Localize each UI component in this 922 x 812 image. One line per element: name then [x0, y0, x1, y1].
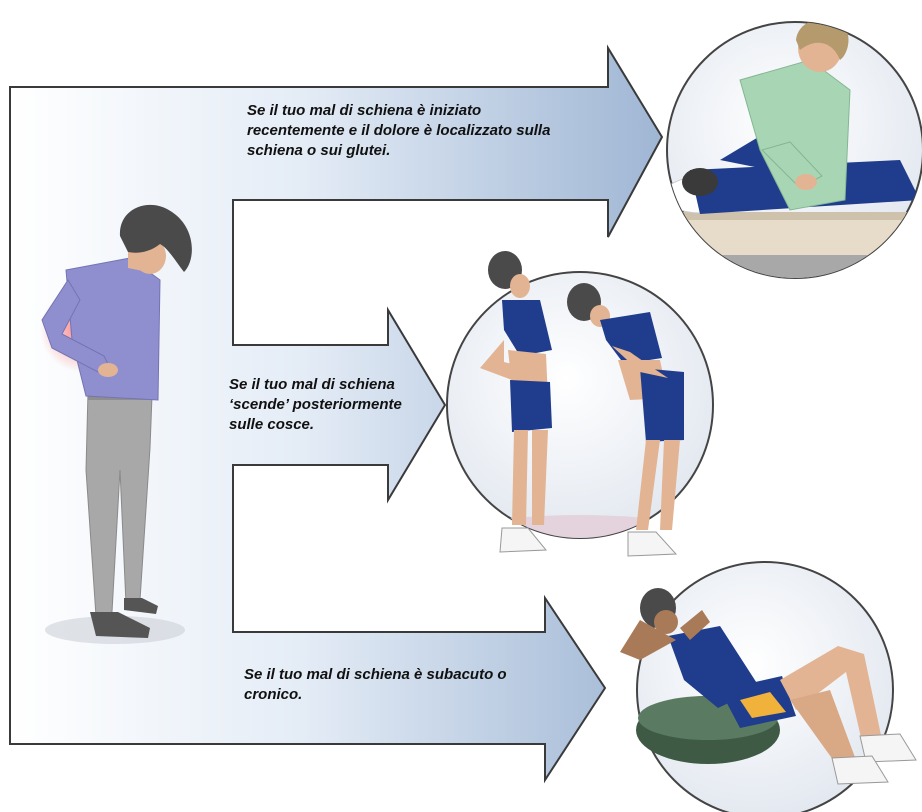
standing-back-extension-icon [430, 251, 730, 575]
caption-recent-pain: Se il tuo mal di schiena è iniziato rece… [247, 101, 577, 161]
stability-ball-situp-icon [620, 562, 916, 812]
caption-radiating-pain: Se il tuo mal di schiena ‘scende’ poster… [229, 375, 439, 435]
manual-therapy-icon [660, 19, 922, 295]
caption-chronic-pain: Se il tuo mal di schiena è subacuto o cr… [244, 665, 544, 705]
